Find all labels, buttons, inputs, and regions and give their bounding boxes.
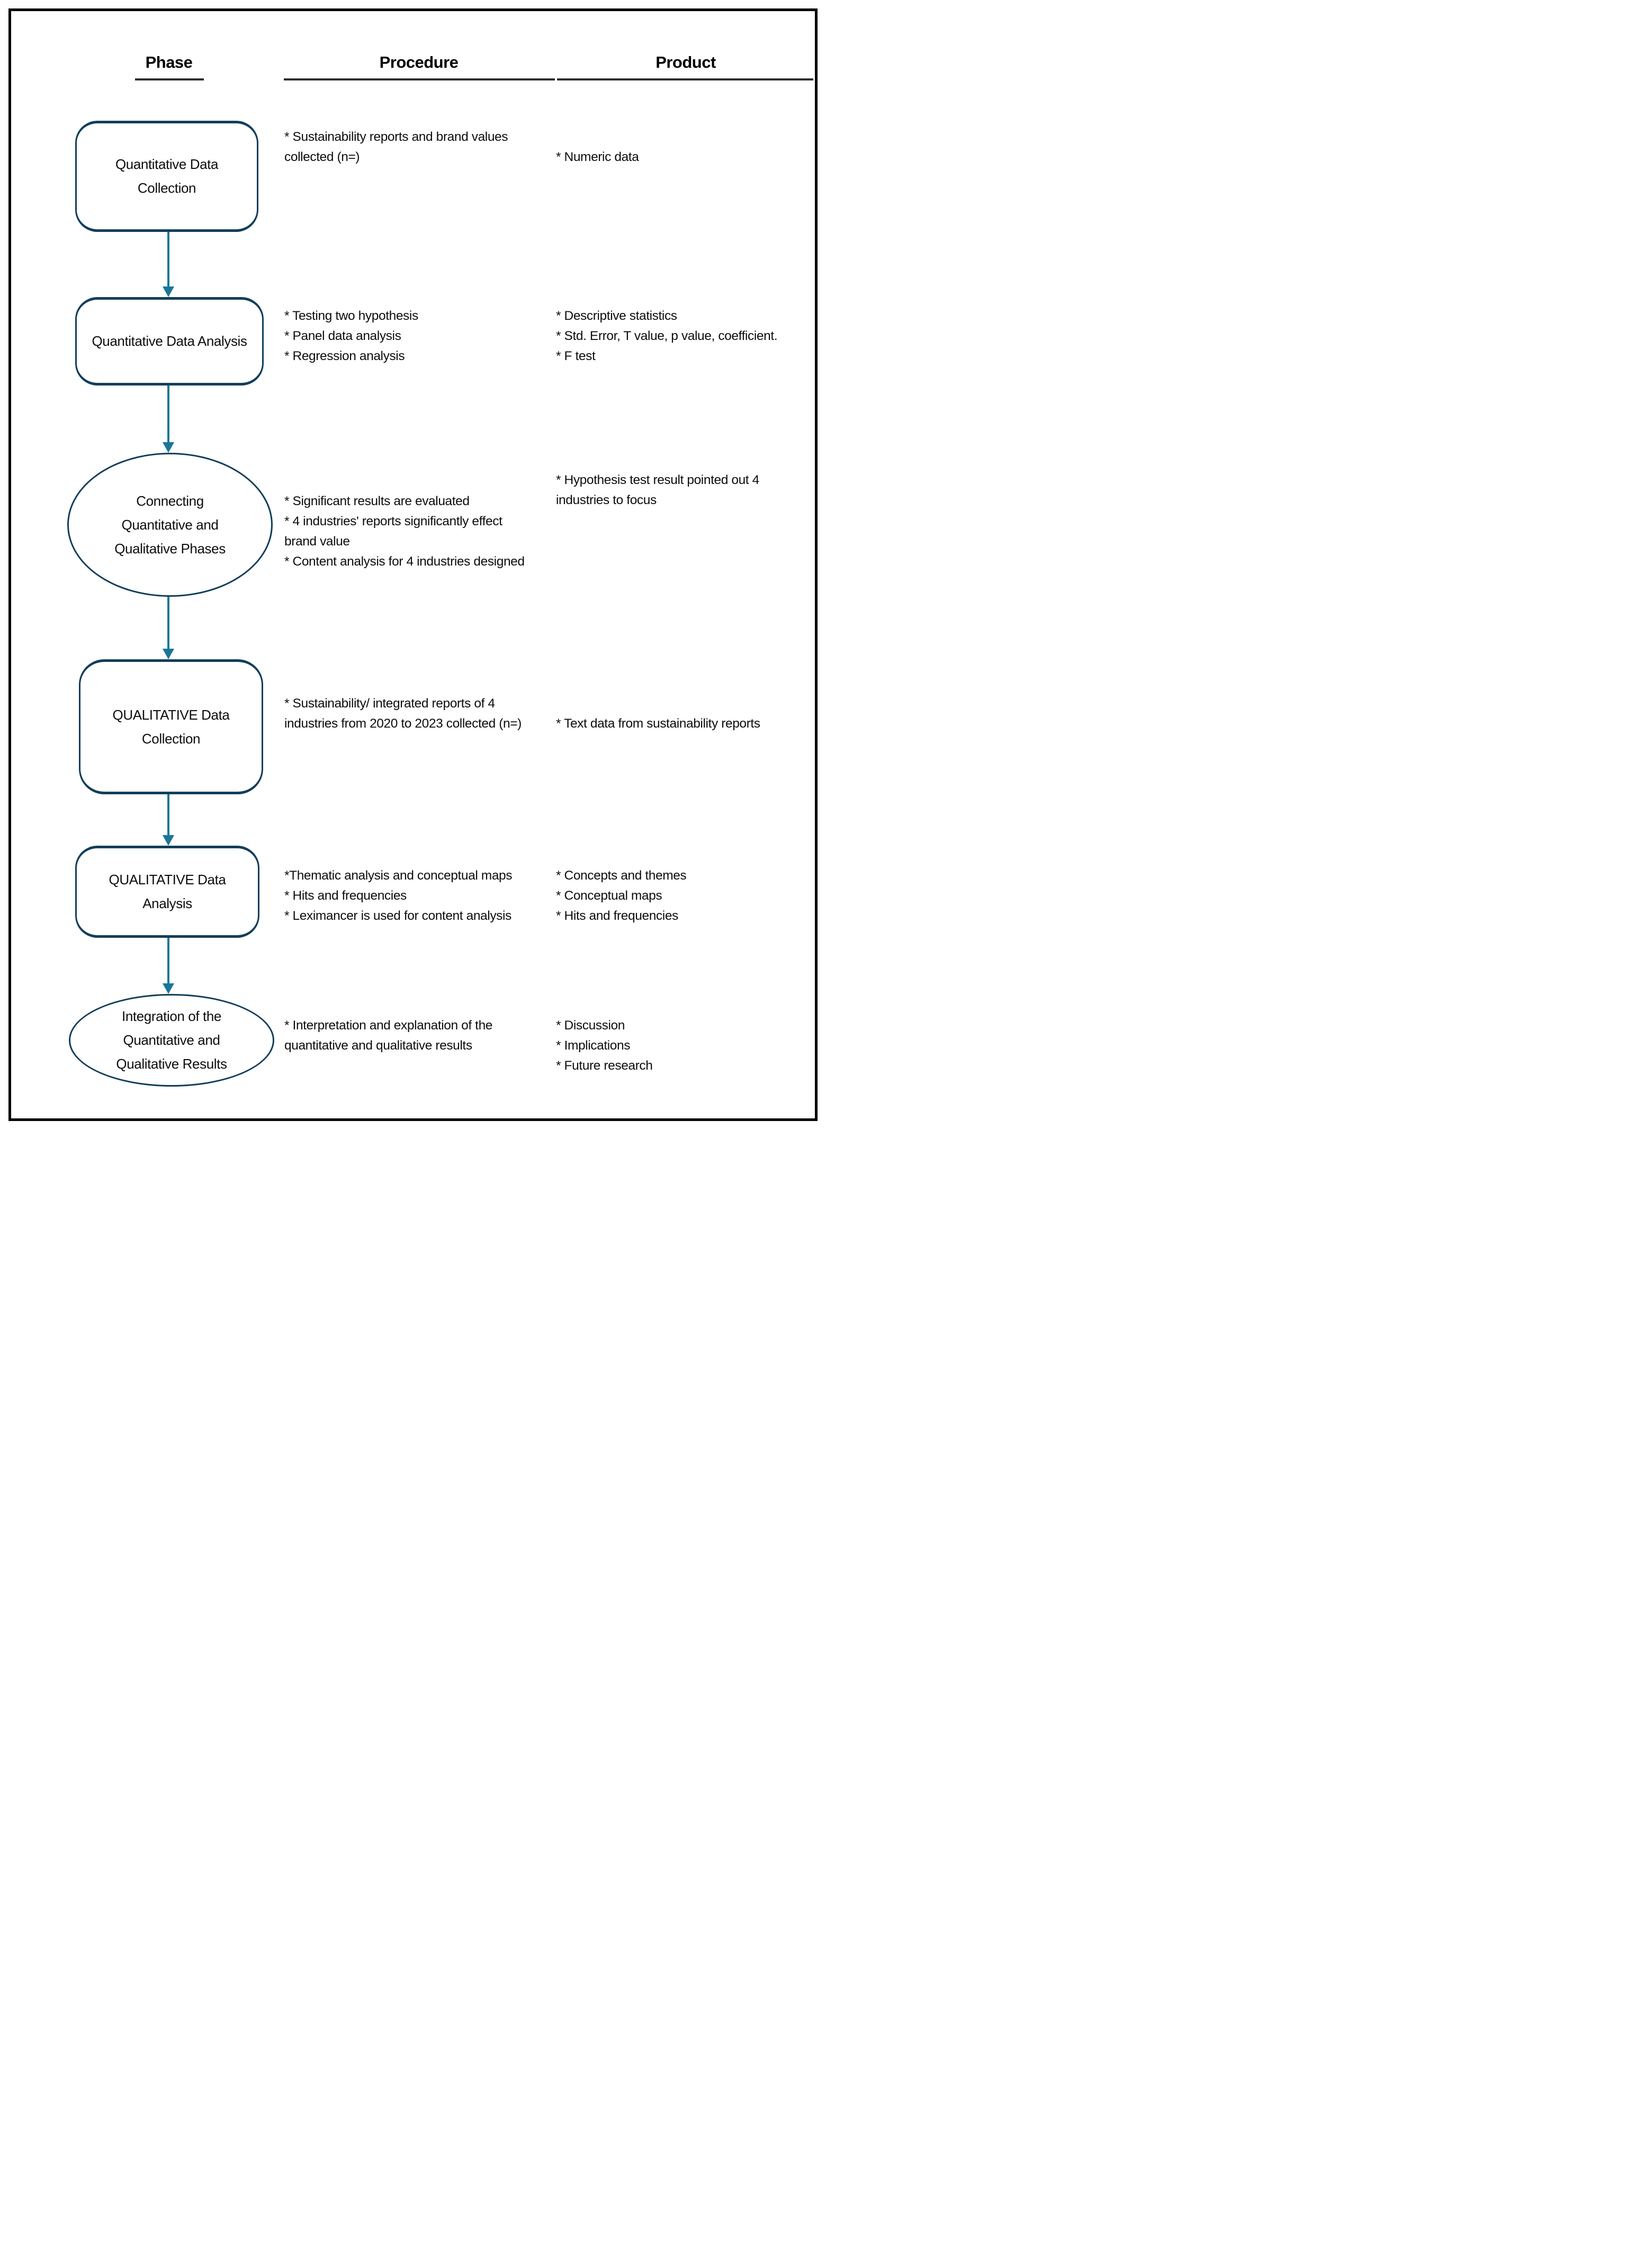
procedure-text-row-4: * Sustainability/ integrated reports of …: [284, 696, 522, 731]
node-label: Integration of the Quantitative and Qual…: [116, 1008, 227, 1072]
arrow-head-icon: [163, 983, 174, 994]
down-arrow-1: [163, 232, 174, 297]
procedure-text-row-5: *Thematic analysis and conceptual maps *…: [284, 868, 513, 923]
procedure-text-row-1: * Sustainability reports and brand value…: [284, 130, 508, 164]
arrow-shaft: [167, 938, 169, 984]
down-arrow-5: [163, 938, 174, 994]
arrow-head-icon: [163, 649, 174, 659]
down-arrow-2: [163, 386, 174, 453]
flowchart-node-integration-results: Integration of the Quantitative and Qual…: [69, 994, 274, 1087]
down-arrow-3: [163, 597, 174, 659]
page-border: [8, 8, 818, 1121]
product-text-row-6: * Discussion * Implications * Future res…: [556, 1018, 653, 1073]
arrow-shaft: [167, 386, 169, 443]
node-label: Quantitative Data Analysis: [92, 333, 247, 349]
procedure-header-underline: [284, 78, 555, 80]
down-arrow-4: [163, 794, 174, 846]
flowchart-page: Phase Procedure Product Quantitative Dat…: [0, 0, 826, 1130]
procedure-text-row-2: * Testing two hypothesis * Panel data an…: [284, 309, 418, 363]
product-header-underline: [557, 78, 813, 80]
flowchart-node-qualitative-data-collection: QUALITATIVE Data Collection: [79, 659, 263, 794]
column-header-phase: Phase: [145, 53, 193, 71]
arrow-shaft: [167, 232, 169, 288]
product-text-row-4: * Text data from sustainability reports: [556, 716, 760, 731]
flowchart-node-quantitative-data-collection: Quantitative Data Collection: [75, 121, 258, 232]
arrow-head-icon: [163, 286, 174, 297]
flowchart-node-quantitative-data-analysis: Quantitative Data Analysis: [75, 297, 264, 386]
node-label: QUALITATIVE Data Collection: [112, 706, 230, 747]
node-label: Connecting Quantitative and Qualitative …: [114, 492, 226, 557]
arrow-shaft: [167, 794, 169, 836]
node-label: Quantitative Data Collection: [115, 156, 219, 196]
procedure-text-row-6: * Interpretation and explanation of the …: [284, 1018, 493, 1053]
product-text-row-2: * Descriptive statistics * Std. Error, T…: [556, 309, 778, 363]
flowchart-node-qualitative-data-analysis: QUALITATIVE Data Analysis: [75, 846, 259, 938]
product-text-row-3: * Hypothesis test result pointed out 4 i…: [556, 473, 759, 507]
flowchart-node-connecting-phases: Connecting Quantitative and Qualitative …: [67, 453, 273, 597]
arrow-head-icon: [163, 442, 174, 453]
node-label: QUALITATIVE Data Analysis: [109, 872, 226, 911]
phase-header-underline: [135, 78, 204, 80]
column-header-procedure: Procedure: [379, 53, 459, 71]
arrow-head-icon: [163, 835, 174, 846]
procedure-text-row-3: * Significant results are evaluated * 4 …: [284, 494, 525, 569]
product-text-row-5: * Concepts and themes * Conceptual maps …: [556, 868, 687, 923]
product-text-row-1: * Numeric data: [556, 150, 639, 164]
column-header-product: Product: [656, 53, 716, 71]
arrow-shaft: [167, 597, 169, 650]
